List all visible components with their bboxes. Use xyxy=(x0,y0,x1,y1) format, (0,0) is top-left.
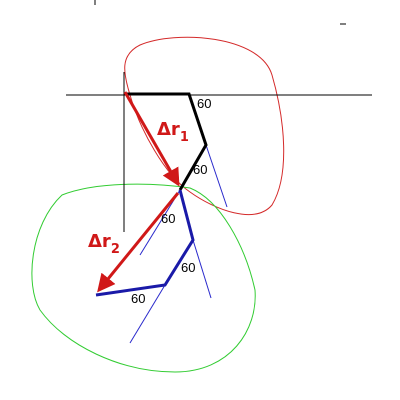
angle-label-1: 60 xyxy=(197,96,211,111)
loop-two xyxy=(31,183,256,373)
angle-label-2: 60 xyxy=(193,162,207,177)
angle-label-5: 60 xyxy=(131,291,145,306)
delta-r1-subscript: 1 xyxy=(180,130,189,145)
delta-r2-label: Δr2 xyxy=(88,231,120,257)
angle-label-4: 60 xyxy=(181,260,195,275)
delta-r2-arrow xyxy=(97,192,180,293)
angle-label-3: 60 xyxy=(161,211,175,226)
delta-r1-symbol: Δr xyxy=(157,119,180,140)
extension-line-1 xyxy=(205,144,228,208)
extension-line-4 xyxy=(129,284,166,344)
path-two xyxy=(95,189,195,297)
path-one xyxy=(124,92,208,191)
delta-r1-label: Δr1 xyxy=(157,119,189,145)
extension-line-3 xyxy=(192,239,212,299)
delta-r1-arrow xyxy=(123,91,180,187)
delta-r2-subscript: 2 xyxy=(111,242,120,257)
delta-r2-symbol: Δr xyxy=(88,231,111,252)
loop-one xyxy=(124,36,285,215)
